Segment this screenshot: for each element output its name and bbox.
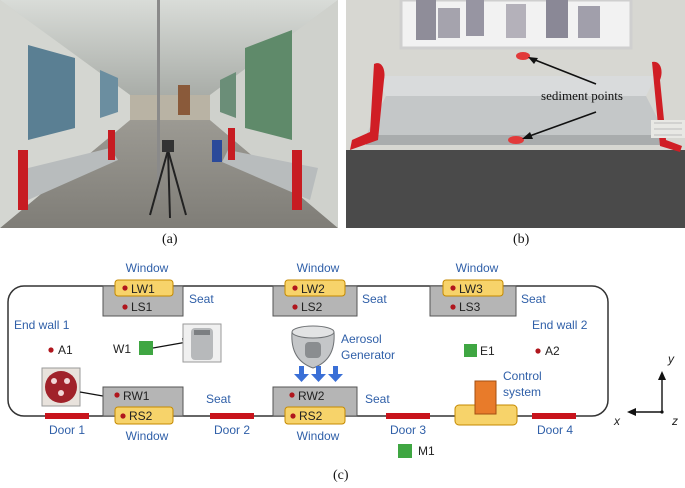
window-label-top-3: Window — [456, 261, 499, 275]
door-2 — [210, 413, 254, 419]
top-seat-group-1: LW1 LS1 — [102, 279, 184, 317]
point-ls2: LS2 — [301, 300, 323, 314]
control-system-icon — [454, 380, 518, 426]
end-wall-1-label: End wall 1 — [14, 318, 70, 332]
w1-marker — [139, 341, 153, 355]
seat-label-top-1: Seat — [189, 292, 214, 306]
point-rw1: RW1 — [123, 389, 150, 403]
bottom-seat-group-1: RW1 RS2 — [102, 386, 184, 425]
seat-label-bottom-1: Seat — [206, 392, 231, 406]
door-4-label: Door 4 — [537, 423, 573, 437]
point-a2-marker — [535, 348, 541, 354]
window-label-bottom-1: Window — [126, 429, 169, 443]
point-rw2: RW2 — [298, 389, 325, 403]
photo-seat-sediment: sediment points — [346, 0, 685, 228]
caption-a: (a) — [162, 232, 178, 247]
point-ls1: LS1 — [131, 300, 153, 314]
m1-marker — [398, 444, 412, 458]
aerosol-label-2: Generator — [341, 348, 395, 362]
caption-b: (b) — [513, 232, 530, 247]
axis-x-label: x — [613, 414, 621, 428]
sensor-rs2-a: RS2 — [129, 409, 153, 423]
door-1-label: Door 1 — [49, 423, 85, 437]
seat-label-bottom-2: Seat — [365, 392, 390, 406]
door-2-label: Door 2 — [214, 423, 250, 437]
airflow-arrows — [294, 366, 343, 382]
axis-z-label: z — [671, 414, 678, 428]
point-m1: M1 — [418, 444, 435, 458]
bottom-seat-group-2: RW2 RS2 — [272, 386, 358, 425]
aerosol-generator-icon — [291, 325, 335, 369]
door-4 — [532, 413, 576, 419]
seat-label-top-3: Seat — [521, 292, 546, 306]
control-label-2: system — [503, 385, 541, 399]
window-label-top-2: Window — [297, 261, 340, 275]
sensor-lw1: LW1 — [131, 282, 155, 296]
petri-dish-photo — [41, 367, 81, 407]
point-w1: W1 — [113, 342, 131, 356]
coordinate-axes — [627, 371, 666, 416]
sensor-lw3: LW3 — [459, 282, 483, 296]
caption-c: (c) — [333, 468, 349, 483]
train-interior-illustration — [0, 0, 338, 228]
point-ls3: LS3 — [459, 300, 481, 314]
window-label-top-1: Window — [126, 261, 169, 275]
door-3-label: Door 3 — [390, 423, 426, 437]
point-a1-marker — [48, 347, 54, 353]
end-wall-2-label: End wall 2 — [532, 318, 588, 332]
window-label-bottom-2: Window — [297, 429, 340, 443]
seat-illustration: sediment points — [346, 0, 685, 228]
photo-train-interior — [0, 0, 338, 228]
axis-y-label: y — [667, 352, 675, 366]
sensor-rs2-b: RS2 — [299, 409, 323, 423]
door-3 — [386, 413, 430, 419]
point-e1: E1 — [480, 344, 495, 358]
layout-diagram: LW1 LS1 LW2 LS2 LW3 LS3 Window Window Wi… — [7, 261, 678, 458]
aerosol-label-1: Aerosol — [341, 332, 382, 346]
sensor-lw2: LW2 — [301, 282, 325, 296]
top-seat-group-3: LW3 LS3 — [429, 279, 517, 317]
seat-label-top-2: Seat — [362, 292, 387, 306]
point-a1: A1 — [58, 343, 73, 357]
door-1 — [45, 413, 89, 419]
e1-marker — [464, 344, 477, 357]
sediment-points-label: sediment points — [541, 88, 623, 103]
point-a2: A2 — [545, 344, 560, 358]
top-seat-group-2: LW2 LS2 — [272, 279, 358, 317]
sampler-photo — [182, 323, 222, 363]
control-label-1: Control — [503, 369, 542, 383]
